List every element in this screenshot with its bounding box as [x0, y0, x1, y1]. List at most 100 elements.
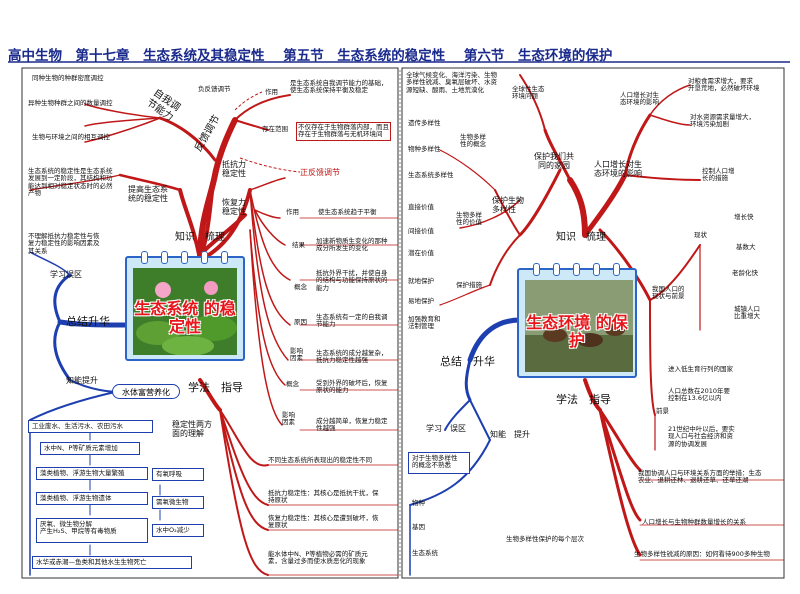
bottom-item-2: 基因 — [412, 523, 425, 531]
calendar-rings — [127, 251, 243, 264]
current-item-3: 老龄化快 — [732, 269, 758, 277]
eutro-step-4: 藻类植物、浮游生物遗体 — [36, 492, 148, 505]
value-item-1: 直接价值 — [408, 203, 434, 211]
deer-photo — [525, 280, 633, 372]
right-knowledge-label: 知识 梳理 — [556, 232, 606, 243]
prospect-label: 前景 — [656, 407, 669, 415]
left-ability-label: 知能提升 — [66, 376, 98, 385]
reason-label: 原因 — [294, 318, 307, 326]
pop-growth-label: 人口增长对生 态环境的影响 — [594, 160, 642, 179]
china-status-label: 我国人口的 现状与前景 — [652, 285, 685, 301]
stab-item-3: 恢复力稳定性：其核心是遭到破坏，恢 复原状 — [268, 514, 379, 530]
value-item-2: 间接价值 — [408, 227, 434, 235]
measure-item-2: 易地保护 — [408, 297, 434, 305]
stab-item-4: 能水体中N、P等植物必需的矿质元 素，含量过多而使水质恶化的现象 — [268, 550, 368, 566]
concept2-label: 概念 — [286, 380, 299, 388]
concept-label: 概念 — [294, 283, 307, 291]
lotus-photo — [133, 268, 237, 355]
right-ability-label: 知能 提升 — [490, 430, 530, 439]
protect-measures-label: 保护措施 — [456, 281, 482, 289]
role-text: 是生态系统自我调节能力的基础， 使生态系统保持平衡及稳定 — [290, 79, 388, 95]
right-calendar-card: 生态环境 的保护 — [517, 263, 637, 378]
right-bottom-item-1: 我国协调人口与环境关系方面的举措：生态 农业、退耕还林、退耕还草、还草还湖 — [638, 469, 762, 485]
eutro-step-5: 厌氧、微生物分解 产生H₂S、甲烷等有毒物质 — [36, 518, 148, 543]
two-aspects-label: 稳定性两方 面的理解 — [172, 420, 212, 439]
oxygen-item-1: 有氧呼吸 — [152, 468, 204, 481]
section6-title: 第六节 生态环境的保护 — [463, 48, 613, 64]
improve-label: 提高生态系 统的稳定性 — [128, 185, 168, 204]
chapter-title: 高中生物 第十七章 生态系统及其稳定性 — [8, 48, 265, 64]
eutro-step-1: 工业废水、生活污水、农田污水 — [28, 420, 153, 433]
role-label: 作用 — [265, 88, 278, 96]
influence2-label: 影响 因素 — [282, 411, 295, 427]
oxygen-item-3: 水中O₂减少 — [152, 524, 204, 537]
bd-item-2: 物种多样性 — [408, 145, 441, 153]
pos-feedback-label: 正反馈调节 — [300, 168, 340, 177]
pg-effect-item-1: 对粮食需求增大，要求 开垦荒地，必然破坏环境 — [688, 77, 760, 93]
measure-item-4: 加强教育和 法制管理 — [408, 315, 441, 331]
current-item-4: 城镇人口 比重增大 — [734, 305, 760, 321]
bd-item-1: 遗传多样性 — [408, 119, 441, 127]
self-reg-item-3: 生物与环境之间的相互调控 — [32, 133, 110, 141]
global-text: 全球气候变化、海洋污染、生物 多样性锐减、臭氧层破坏、水资 源短缺、酸雨、土地荒… — [406, 71, 497, 94]
result-text: 加速新物质生变化的那种 成分所发生的变化 — [316, 237, 388, 253]
concept-text: 抵抗外界干扰，并使自身 的结构与功能保持原状的 能力 — [316, 269, 388, 292]
prospect-item-3: 21世纪中叶以后，要实 现人口与社会经济和资 源的协调发展 — [668, 425, 735, 448]
left-calendar-label: 生态系统 的稳定性 — [134, 299, 236, 337]
section5-title: 第五节 生态系统的稳定性 — [283, 48, 446, 64]
influence2-text: 成分越简单，恢复力稳定 性越强 — [316, 417, 388, 433]
bio-diversity-label: 保护生物 多样性 — [492, 196, 524, 215]
right-study-miss-label: 学习 误区 — [426, 424, 466, 433]
bd-value-label: 生物多样 性的价值 — [456, 211, 482, 227]
bottom-note: 生物多样性保护的每个层次 — [506, 535, 584, 543]
bd-item-3: 生态系统多样性 — [408, 171, 454, 179]
stab-item-1: 不同生态系统所表现出的稳定性不同 — [268, 456, 372, 464]
global-issues-label: 全球性生态 环境问题 — [512, 85, 545, 101]
eutrophication-node: 水体富营养化 — [112, 384, 180, 399]
bottom-item-3: 生态系统 — [412, 549, 438, 557]
measure-item-1: 就地保护 — [408, 277, 434, 285]
eutro-step-3: 藻类植物、浮游生物大量繁殖 — [36, 467, 148, 480]
rec-role-label: 作用 — [286, 208, 299, 216]
bd-concept-label: 生物多样 性的概念 — [460, 133, 486, 149]
self-reg-item-2: 异种生物种群之间的数量调控 — [28, 99, 113, 107]
left-method-label: 学法 指导 — [188, 381, 243, 394]
exist-label: 存在范围 — [262, 125, 288, 133]
right-method-label: 学法 指导 — [556, 393, 611, 406]
right-calendar-label: 生态环境 的保护 — [526, 313, 628, 351]
bottom-item-1: 物种 — [412, 499, 425, 507]
neg-feedback-label: 负反馈调节 — [198, 85, 231, 93]
page-title: 高中生物 第十七章 生态系统及其稳定性 第五节 生态系统的稳定性 第六节 生态环… — [8, 44, 626, 64]
pg-effect-label: 人口增长对生 态环境的影响 — [620, 91, 659, 107]
result-label: 结果 — [292, 241, 305, 249]
calendar-rings — [519, 263, 635, 276]
left-study-miss-label: 学习误区 — [50, 270, 82, 279]
left-knowledge-label: 知识 梳理 — [175, 232, 225, 243]
reason-text: 生态系统有一定的自我调 节能力 — [316, 313, 388, 329]
left-calendar-card: 生态系统 的稳定性 — [125, 251, 245, 361]
eutro-step-2: 水中N、P等矿质元素增加 — [40, 442, 140, 455]
influence-label: 影响 因素 — [290, 347, 303, 363]
value-item-3: 潜在价值 — [408, 249, 434, 257]
right-bottom-item-3: 生物多样性锐减的原因：如何看待900多种生物 — [634, 550, 770, 558]
eutro-step-6: 水华或赤潮—鱼类和其他水生生物死亡 — [32, 556, 192, 569]
rec-role-text: 使生态系统趋于平衡 — [318, 208, 377, 216]
current-label: 现状 — [694, 231, 707, 239]
right-error-box: 对于生物多样性 的概念不熟悉 — [408, 452, 470, 474]
left-error-text: 不理解抵抗力稳定性与恢 复力稳定性的影响因素及 其关系 — [28, 232, 100, 255]
home-label: 保护我们共 同的家园 — [534, 152, 574, 171]
right-bottom-item-2: 人口增长与生物种群数量增长的关系 — [642, 518, 746, 526]
current-item-1: 增长快 — [734, 213, 754, 221]
concept2-text: 受到外界的破坏后，恢复 原状的能力 — [316, 379, 388, 395]
control-label: 控制人口增 长的措施 — [702, 167, 735, 183]
influence-text: 生态系统的成分越复杂， 抵抗力稳定性越强 — [316, 349, 388, 365]
prospect-item-2: 人口总数在2010年要 控制在13.6亿以内 — [668, 387, 731, 403]
stab-item-2: 抵抗力稳定性：其核心是抵抗干扰，保 持原状 — [268, 489, 379, 505]
oxygen-item-2: 需氧微生物 — [152, 496, 204, 509]
recovery-label: 恢复力 稳定性 — [222, 198, 246, 217]
current-item-2: 基数大 — [736, 243, 756, 251]
prospect-item-1: 进入低生育行列的国家 — [668, 365, 733, 373]
left-summary-label: 总结升华 — [66, 315, 110, 328]
